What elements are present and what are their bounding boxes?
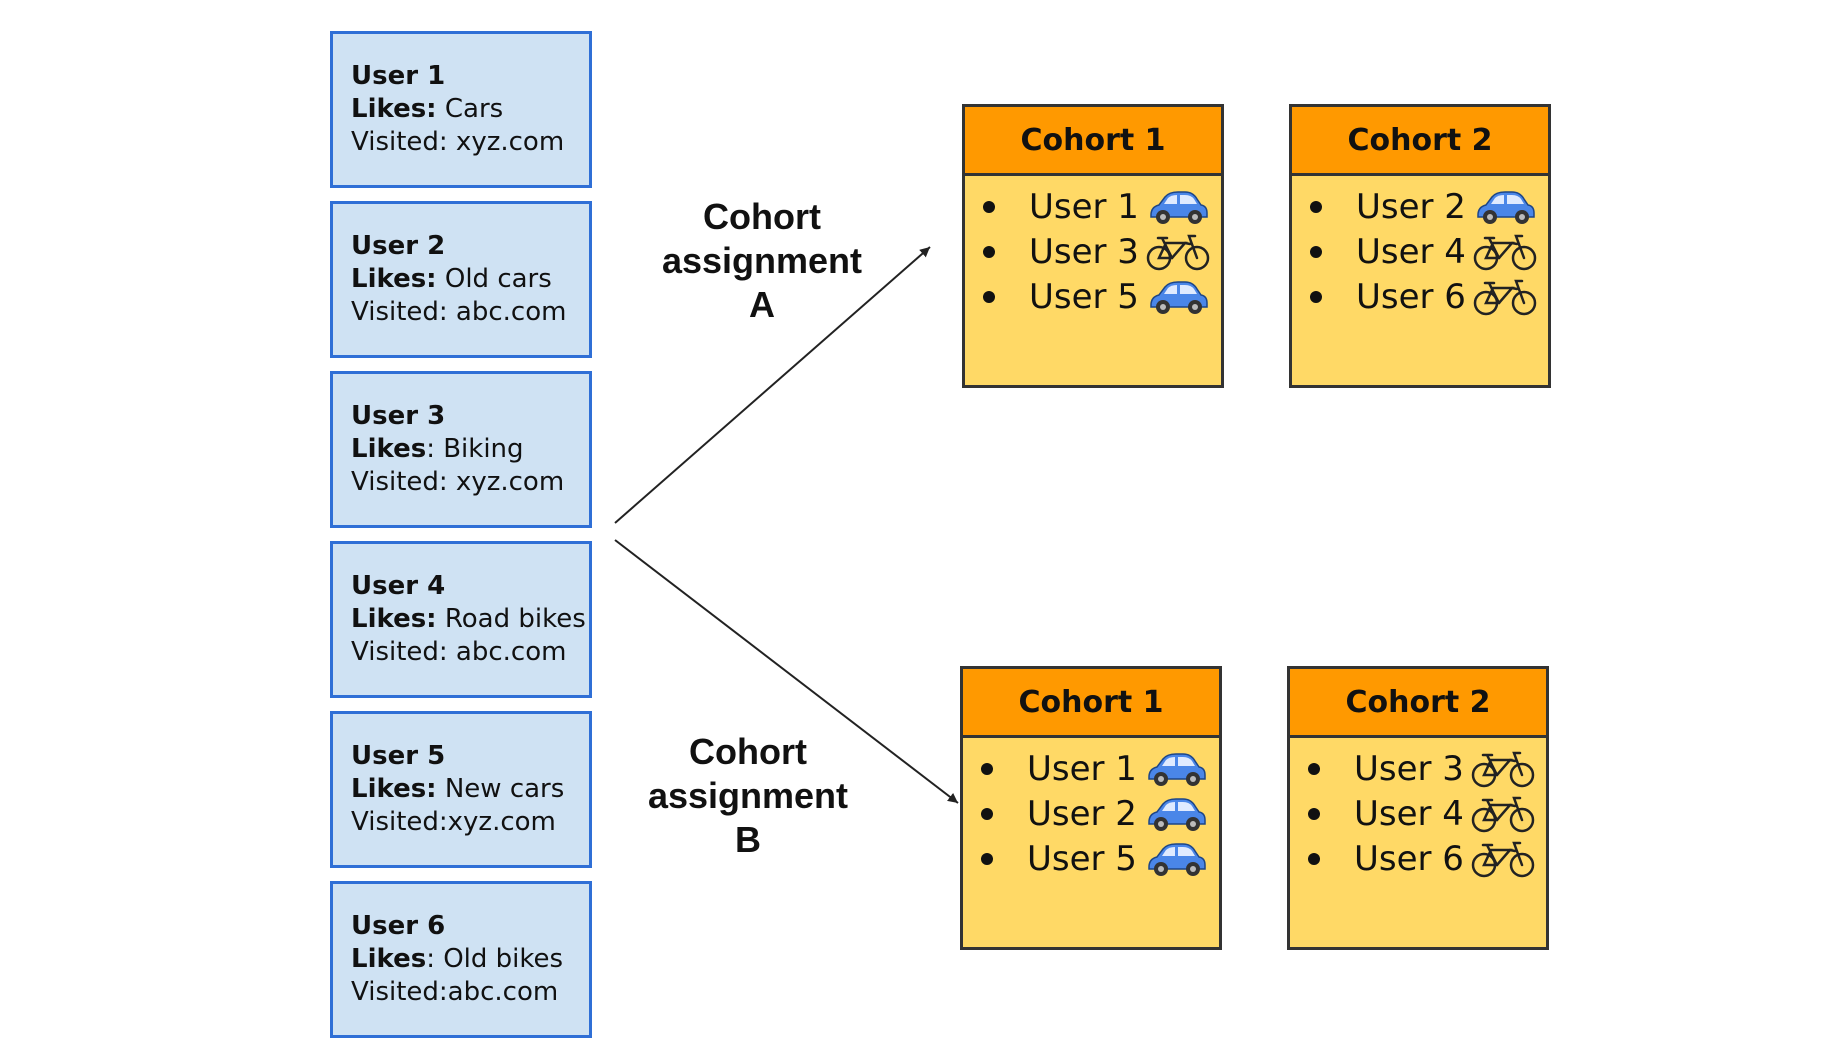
user-name: User 5 (351, 741, 446, 771)
cohort-title: Cohort 2 (1290, 669, 1546, 738)
bicycle-icon (1472, 232, 1538, 272)
bullet-icon (1308, 807, 1320, 820)
bullet-icon (1308, 762, 1320, 775)
likes-value: Cars (436, 94, 504, 124)
assignment-a-line1: Cohort (703, 196, 821, 237)
cohort-member-list: User 2 User 4 User 6 (1292, 176, 1548, 319)
bullet-icon (981, 762, 993, 775)
user-name: User 3 (351, 401, 446, 431)
assignment-b-cohort-2: Cohort 2 User 3 User 4 User 6 (1287, 666, 1549, 950)
user-card-5: User 5 Likes: New cars Visited:xyz.com (330, 711, 592, 868)
member-name: User 6 (1356, 276, 1466, 317)
likes-value: Old cars (436, 264, 552, 294)
user-name: User 4 (351, 571, 446, 601)
member-name: User 5 (1027, 838, 1137, 879)
car-icon (1143, 794, 1209, 834)
assignment-a-cohort-2: Cohort 2 User 2 User 4 User 6 (1289, 104, 1551, 388)
bicycle-icon (1470, 749, 1536, 789)
assignment-a-line3: A (749, 284, 775, 325)
member-name: User 6 (1354, 838, 1464, 879)
cohort-member: User 2 (1310, 184, 1548, 229)
bullet-icon (1310, 290, 1322, 303)
member-name: User 4 (1354, 793, 1464, 834)
cohort-member: User 4 (1310, 229, 1548, 274)
user-card-3: User 3 Likes: Biking Visited: xyz.com (330, 371, 592, 528)
likes-label: Likes (351, 944, 427, 974)
user-name: User 2 (351, 231, 446, 261)
cohort-member: User 1 (983, 184, 1221, 229)
cohort-member: User 5 (981, 836, 1219, 881)
bicycle-icon (1470, 794, 1536, 834)
assignment-a-line2: assignment (661, 240, 863, 281)
assignment-a-cohort-1: Cohort 1 User 1 User 3 User 5 (962, 104, 1224, 388)
car-icon (1143, 839, 1209, 879)
cohort-title: Cohort 2 (1292, 107, 1548, 176)
user-card-1: User 1 Likes: Cars Visited: xyz.com (330, 31, 592, 188)
user-name: User 6 (351, 911, 446, 941)
bullet-icon (983, 290, 995, 303)
bullet-icon (983, 200, 995, 213)
cohort-member-list: User 1 User 3 User 5 (965, 176, 1221, 319)
cohort-member: User 6 (1310, 274, 1548, 319)
visited-text: Visited: abc.com (351, 297, 567, 327)
member-name: User 3 (1029, 231, 1139, 272)
member-name: User 2 (1027, 793, 1137, 834)
user-name: User 1 (351, 61, 446, 91)
car-icon (1145, 187, 1211, 227)
member-name: User 2 (1356, 186, 1466, 227)
user-card-6: User 6 Likes: Old bikes Visited:abc.com (330, 881, 592, 1038)
assignment-b-cohort-1: Cohort 1 User 1 User 2 User 5 (960, 666, 1222, 950)
cohort-member: User 6 (1308, 836, 1546, 881)
member-name: User 3 (1354, 748, 1464, 789)
assignment-b-line1: Cohort (689, 731, 807, 772)
bullet-icon (981, 852, 993, 865)
assignment-b-label: Cohort assignment B (638, 730, 858, 862)
cohort-member-list: User 1 User 2 User 5 (963, 738, 1219, 881)
visited-text: Visited: abc.com (351, 637, 567, 667)
user-card-4: User 4 Likes: Road bikes Visited: abc.co… (330, 541, 592, 698)
bullet-icon (983, 245, 995, 258)
car-icon (1472, 187, 1538, 227)
bicycle-icon (1470, 839, 1536, 879)
bullet-icon (1310, 200, 1322, 213)
cohort-member: User 5 (983, 274, 1221, 319)
assignment-a-label: Cohort assignment A (652, 195, 872, 327)
likes-label: Likes: (351, 264, 437, 294)
likes-label: Likes: (351, 604, 437, 634)
cohort-member-list: User 3 User 4 User 6 (1290, 738, 1546, 881)
likes-value: Road bikes (436, 604, 586, 634)
likes-label: Likes: (351, 774, 437, 804)
member-name: User 5 (1029, 276, 1139, 317)
car-icon (1145, 277, 1211, 317)
bullet-icon (1308, 852, 1320, 865)
cohort-member: User 3 (1308, 746, 1546, 791)
assignment-b-line2: assignment (647, 775, 849, 816)
likes-value: : Biking (426, 434, 524, 464)
member-name: User 1 (1027, 748, 1137, 789)
cohort-member: User 2 (981, 791, 1219, 836)
bicycle-icon (1145, 232, 1211, 272)
cohort-member: User 4 (1308, 791, 1546, 836)
assignment-b-line3: B (735, 819, 761, 860)
bullet-icon (1310, 245, 1322, 258)
car-icon (1143, 749, 1209, 789)
visited-text: Visited:abc.com (351, 977, 559, 1007)
bicycle-icon (1472, 277, 1538, 317)
visited-text: Visited:xyz.com (351, 807, 556, 837)
visited-text: Visited: xyz.com (351, 127, 565, 157)
likes-value: : Old bikes (426, 944, 564, 974)
likes-label: Likes (351, 434, 427, 464)
visited-text: Visited: xyz.com (351, 467, 565, 497)
cohort-member: User 1 (981, 746, 1219, 791)
member-name: User 1 (1029, 186, 1139, 227)
user-card-2: User 2 Likes: Old cars Visited: abc.com (330, 201, 592, 358)
member-name: User 4 (1356, 231, 1466, 272)
cohort-title: Cohort 1 (965, 107, 1221, 176)
cohort-title: Cohort 1 (963, 669, 1219, 738)
bullet-icon (981, 807, 993, 820)
likes-value: New cars (436, 774, 565, 804)
cohort-member: User 3 (983, 229, 1221, 274)
likes-label: Likes: (351, 94, 437, 124)
